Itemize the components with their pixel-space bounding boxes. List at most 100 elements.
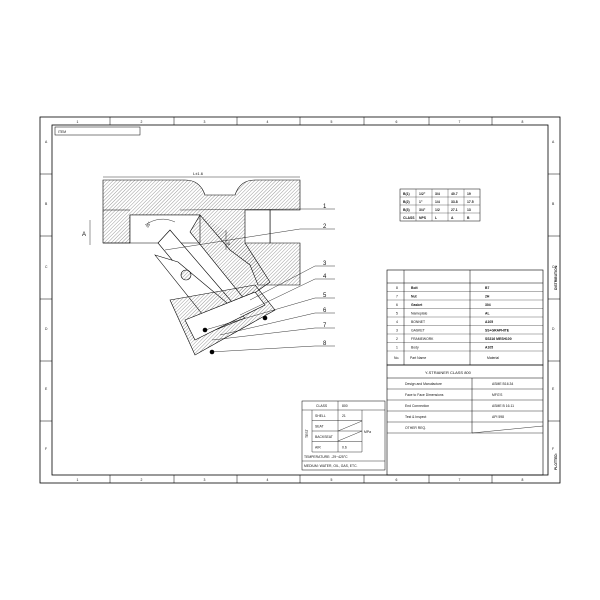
spec-value: MFG'S	[492, 393, 503, 397]
part-name: BONNET	[411, 320, 425, 324]
test-row-value: 0.6	[342, 446, 347, 450]
callout-leader	[249, 265, 335, 301]
size-table-cell: A	[451, 216, 454, 220]
part-name: Gasket	[411, 303, 423, 307]
callout-leader	[209, 345, 335, 353]
title-text: Y-STRAINER CLASS 800	[425, 370, 472, 375]
part-material: SS316 MESH100	[485, 337, 512, 341]
column-marker: 1	[77, 120, 79, 124]
plotted-label: PLOTTED:	[554, 453, 558, 470]
part-name: Bolt	[411, 286, 418, 290]
row-marker: B	[552, 202, 555, 206]
a-dimension-label: A	[82, 232, 86, 238]
header-part-name: Part Name	[410, 356, 426, 360]
row-marker: D	[552, 327, 555, 331]
part-material: SS+GRAPHITE	[485, 329, 510, 333]
strainer-section-view	[89, 176, 301, 356]
spec-label: End Connection	[405, 404, 429, 408]
spec-value: ASME B 16.11	[492, 404, 514, 408]
size-table-cell: 40.7	[451, 192, 458, 196]
header-material: Material	[487, 356, 499, 360]
row-marker: F	[45, 447, 47, 451]
part-number: 5	[396, 312, 398, 316]
callout-number: 5	[323, 293, 327, 299]
column-marker: 8	[522, 478, 524, 482]
column-marker: 4	[267, 478, 269, 482]
row-marker: C	[552, 265, 555, 269]
test-row-value: 21	[342, 414, 346, 418]
row-marker: E	[552, 387, 555, 391]
callout-leader	[219, 312, 335, 336]
size-table-cell: 3/4"	[419, 208, 426, 212]
size-table-cell: 17.5	[467, 200, 474, 204]
size-table-cell: 1/2	[435, 208, 440, 212]
part-material: A105	[485, 346, 493, 350]
part-material: 2H	[485, 295, 490, 299]
row-marker: F	[552, 447, 554, 451]
part-name: Nameplate	[411, 312, 428, 316]
test-row-label: AIR	[315, 446, 321, 450]
callout-leader	[164, 228, 335, 251]
part-name: FRAMEWORK	[411, 337, 434, 341]
part-material: 304	[485, 303, 491, 307]
size-table-cell: 33.8	[451, 200, 458, 204]
spec-label: Test & Inspect	[405, 415, 426, 419]
callout-leader	[239, 278, 335, 316]
size-table-cell: 19	[467, 192, 471, 196]
callout-number: 8	[323, 341, 327, 347]
row-marker: E	[45, 387, 48, 391]
callout-leader	[179, 208, 335, 211]
test-table	[301, 400, 386, 471]
callout-number: 6	[323, 308, 327, 314]
column-marker: 3	[204, 478, 206, 482]
angle-label: 35°	[145, 220, 153, 228]
row-marker: A	[552, 140, 555, 144]
part-name: Nut	[411, 295, 418, 299]
table-rule	[337, 420, 363, 432]
spec-value: ASME B16.34	[492, 382, 513, 386]
spec-label: OTHER REQ.	[405, 426, 426, 430]
temperature-text: TEMPERATURE: -29~425°C	[304, 455, 348, 459]
callout-number: 7	[323, 323, 327, 329]
row-marker: A	[45, 140, 48, 144]
part-number: 2	[396, 337, 398, 341]
size-table-cell: 1/4	[435, 200, 440, 204]
part-name: GASKET	[411, 329, 425, 333]
header-no: No.	[394, 356, 399, 360]
size-table-cell: B(3)	[403, 208, 410, 212]
title-block	[386, 364, 544, 476]
parts-table	[386, 269, 544, 366]
column-marker: 2	[141, 120, 143, 124]
row-marker: B	[45, 202, 48, 206]
size-table-cell: 1"	[419, 200, 423, 204]
part-material: B7	[485, 286, 489, 290]
column-marker: 7	[459, 120, 461, 124]
size-table-cell: 27.1	[451, 208, 458, 212]
size-table-cell: B	[467, 216, 470, 220]
callout-number: 2	[323, 224, 327, 230]
size-table-cell: B(1)	[403, 192, 410, 196]
size-table-cell: B(2)	[403, 200, 410, 204]
part-number: 3	[396, 329, 398, 333]
b-dimension-label: B	[226, 242, 231, 245]
callout-number: 4	[323, 274, 327, 280]
column-marker: 7	[459, 478, 461, 482]
length-dimension-label: L±1.6	[193, 171, 204, 176]
part-number: 7	[396, 295, 398, 299]
column-marker: 5	[331, 120, 333, 124]
medium-text: MEDIUM: WATER, OIL, GAS, ETC.	[304, 464, 358, 468]
part-number: 4	[396, 320, 398, 324]
size-table-cell: L	[435, 216, 437, 220]
size-table-cell: 1/2"	[419, 192, 426, 196]
part-number: 6	[396, 303, 398, 307]
column-marker: 1	[77, 478, 79, 482]
item-box	[54, 126, 141, 136]
column-marker: 5	[331, 478, 333, 482]
column-marker: 2	[141, 478, 143, 482]
part-number: 1	[396, 346, 398, 350]
column-marker: 6	[396, 120, 398, 124]
table-rule	[337, 430, 363, 442]
column-marker: 4	[267, 120, 269, 124]
test-row-label: SEAT	[315, 425, 324, 429]
row-marker: C	[45, 265, 48, 269]
